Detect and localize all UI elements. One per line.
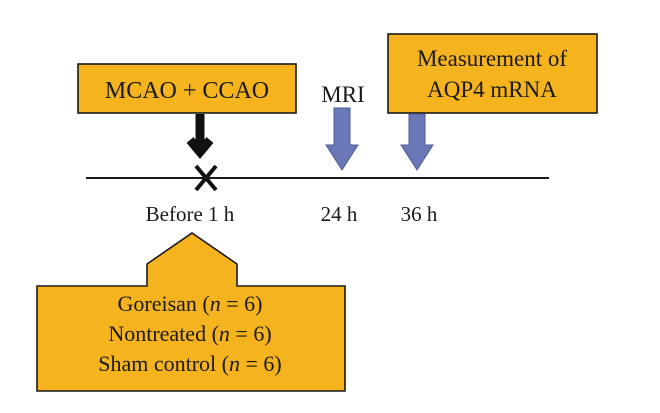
group-n-eq: = 6 — [230, 321, 264, 346]
group-n-var: n — [210, 291, 221, 316]
group-n-var: n — [229, 351, 240, 376]
procedure-box — [77, 63, 297, 114]
procedure-label: MCAO + CCAO — [105, 78, 269, 104]
group-sham-control: Sham control (n = 6) — [98, 351, 282, 376]
group-n-eq: = 6 — [240, 351, 274, 376]
group-nontreated: Nontreated (n = 6) — [108, 321, 271, 346]
group-name: Goreisan — [118, 291, 197, 316]
group-name: Nontreated — [108, 321, 206, 346]
measurement-box — [387, 33, 598, 114]
timeline-label-before: Before 1 h — [146, 202, 235, 226]
mri-label: MRI — [321, 82, 364, 107]
measurement-blue-arrow — [400, 113, 434, 171]
timeline-label-36h: 36 h — [401, 202, 438, 226]
mri-blue-arrow — [325, 107, 359, 171]
group-name: Sham control — [98, 351, 216, 376]
black-down-arrow — [186, 114, 214, 160]
groups-box — [36, 232, 346, 392]
group-n-var: n — [219, 321, 230, 346]
measurement-label-line1: Measurement of — [417, 46, 567, 71]
measurement-label-line2: AQP4 mRNA — [427, 77, 557, 102]
group-goreisan: Goreisan (n = 6) — [118, 291, 263, 316]
group-n-eq: = 6 — [221, 291, 255, 316]
timeline-label-24h: 24 h — [321, 202, 358, 226]
